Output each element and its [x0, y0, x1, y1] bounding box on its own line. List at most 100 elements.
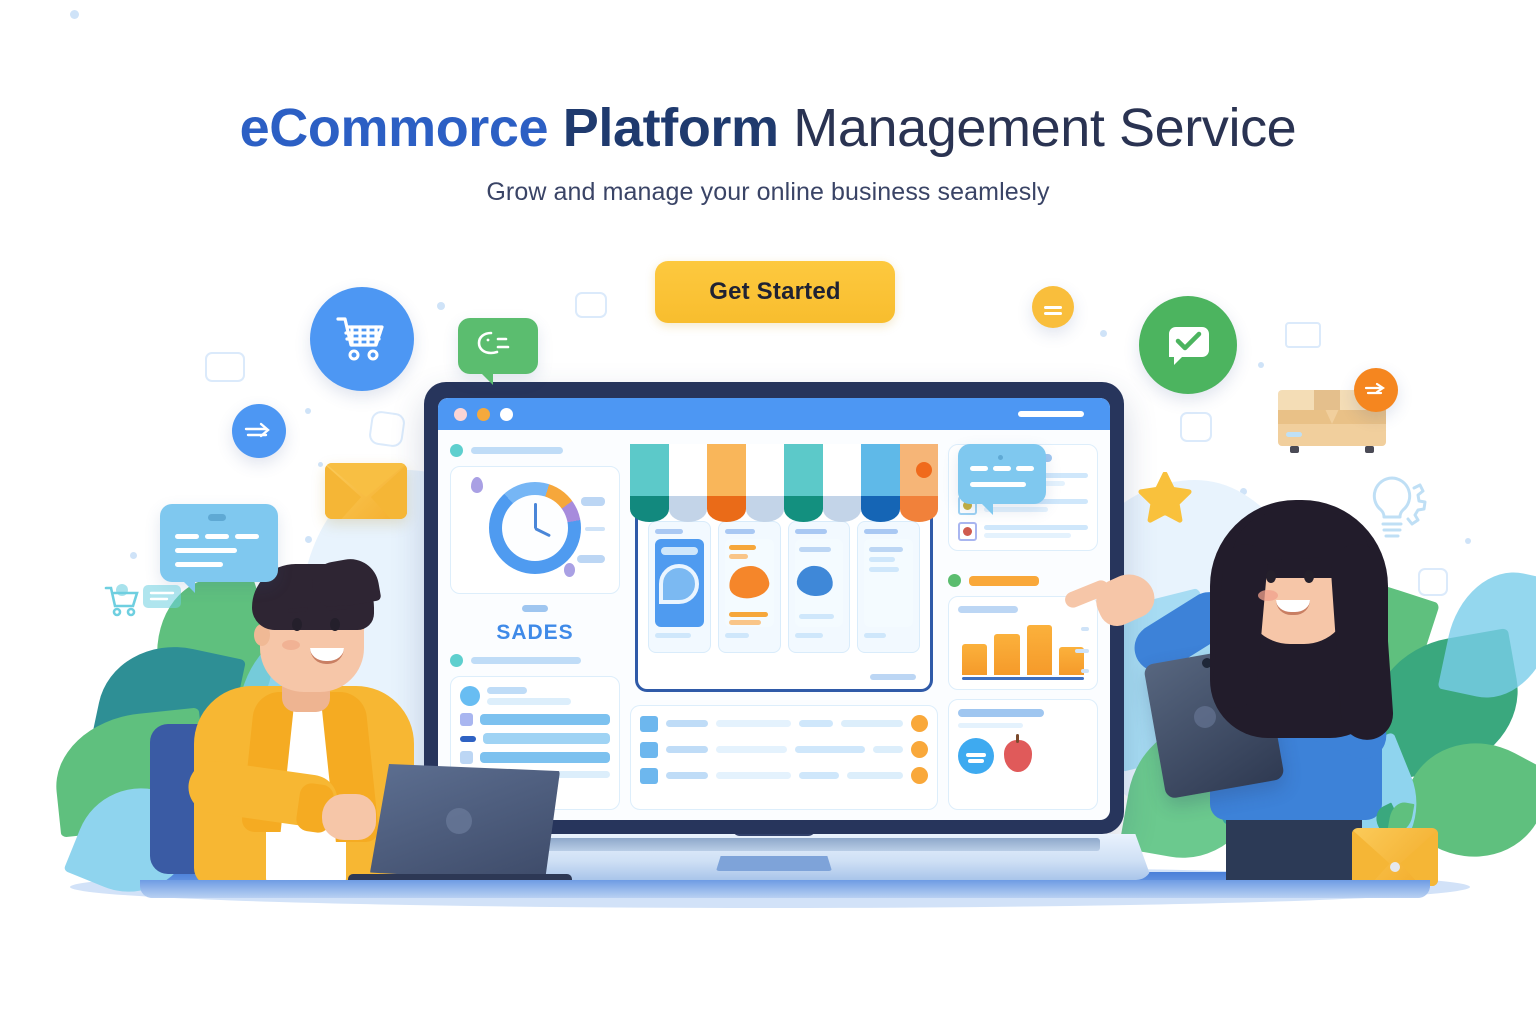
table-row[interactable]	[640, 741, 928, 758]
envelope-planter	[1352, 800, 1438, 886]
awning-stripe	[630, 444, 669, 502]
product-card[interactable]	[787, 521, 851, 653]
traffic-light-close-icon[interactable]	[454, 407, 467, 421]
awning-scallop	[745, 496, 784, 522]
sparkle-dot	[1258, 362, 1264, 368]
notification-badge-icon[interactable]	[1032, 286, 1074, 328]
list-item-title-bar	[487, 687, 527, 694]
list-item[interactable]	[460, 751, 610, 764]
orders-table-card[interactable]	[630, 705, 938, 810]
sparkle-dot	[305, 536, 312, 543]
envelope-icon[interactable]	[325, 463, 407, 519]
row-cell-bar	[716, 720, 791, 727]
row-status-badge[interactable]	[911, 741, 928, 758]
bar	[1026, 625, 1052, 675]
thumb-dot-icon	[963, 501, 972, 510]
heading-placeholder-bar	[969, 575, 1039, 586]
traffic-light-minimize-icon[interactable]	[477, 407, 490, 421]
awning-scallop	[707, 496, 746, 522]
product-image	[794, 539, 844, 627]
row-cell-bar	[799, 720, 833, 727]
storefront-column	[630, 444, 938, 810]
row-icon	[640, 741, 658, 758]
traffic-light-maximize-icon[interactable]	[500, 407, 513, 421]
awning-scallop	[861, 496, 900, 522]
row-status-badge[interactable]	[911, 715, 928, 732]
awning-stripe	[745, 444, 784, 502]
man-at-laptop	[150, 554, 572, 892]
awning-knob-icon	[916, 462, 932, 478]
apple-icon	[1004, 733, 1032, 772]
list-item-icon	[460, 713, 473, 726]
sparkle-dot	[1100, 330, 1107, 337]
star-icon[interactable]	[1138, 471, 1192, 524]
message-badge-icon[interactable]	[232, 404, 286, 458]
sparkle-dot	[70, 10, 79, 19]
shopping-cart-icon[interactable]	[310, 287, 414, 391]
sparkle-dot	[1465, 538, 1471, 544]
left-list-heading	[450, 654, 620, 667]
eye-left	[292, 618, 302, 631]
storefront	[630, 444, 938, 696]
product-card[interactable]	[857, 521, 920, 653]
browser-url-pill[interactable]	[1018, 411, 1084, 417]
list-item[interactable]	[460, 733, 610, 744]
row-cell-bar	[716, 772, 791, 779]
clock-hand-hour-icon	[534, 527, 551, 538]
awning-scallop	[784, 496, 823, 522]
ghost-square-icon	[367, 409, 407, 449]
laptop-keyboard[interactable]	[448, 838, 1100, 851]
awning-stripe	[707, 444, 746, 502]
chat-bubble-blue-icon[interactable]	[160, 504, 278, 593]
list-item-icon	[460, 751, 473, 764]
package-box-icon[interactable]	[1278, 368, 1398, 454]
card-heading-bar	[958, 708, 1044, 717]
sales-bar-chart-card[interactable]	[948, 596, 1098, 690]
bar	[962, 643, 988, 675]
sales-gauge-card[interactable]	[450, 466, 620, 594]
list-item[interactable]	[460, 686, 610, 706]
man-laptop-logo	[446, 808, 472, 834]
cheek	[1258, 590, 1278, 601]
row-cell-bar	[716, 746, 787, 753]
sparkle-dot	[1240, 488, 1247, 495]
bubble-text-line	[175, 562, 223, 567]
page-title-brand: eCommorce	[239, 98, 549, 158]
row-cell-bar	[841, 720, 903, 727]
product-grid	[638, 509, 930, 665]
list-item-bar	[480, 714, 610, 725]
smile	[1276, 600, 1310, 615]
product-highlight-card[interactable]	[948, 698, 1098, 810]
laptop-trackpad[interactable]	[716, 856, 832, 871]
chat-outline-icon	[140, 582, 184, 614]
card-sub-bar	[958, 722, 1023, 728]
list-item[interactable]	[958, 522, 1088, 541]
status-dot-icon	[450, 654, 463, 667]
row-status-badge[interactable]	[911, 767, 928, 784]
eye-left	[1266, 570, 1276, 583]
ear	[254, 624, 270, 646]
table-row[interactable]	[640, 767, 928, 784]
row-cell-bar	[666, 772, 708, 779]
product-card[interactable]	[648, 521, 711, 653]
page-title-plain: Management Service	[793, 98, 1297, 158]
get-started-button[interactable]: Get Started	[655, 261, 895, 323]
bubble-text-line	[1016, 466, 1034, 471]
desk-front-edge	[140, 880, 1430, 898]
chat-bubble-green-icon[interactable]	[458, 318, 538, 385]
chat-bubble-right-icon[interactable]	[958, 444, 1046, 515]
row-cell-bar	[666, 720, 708, 727]
lightbulb-gear-icon	[1352, 470, 1432, 556]
package-status-badge-icon[interactable]	[1354, 368, 1398, 412]
list-item-bar	[984, 533, 1072, 538]
bar	[994, 633, 1020, 675]
status-dot-icon	[450, 444, 463, 457]
product-card[interactable]	[717, 521, 781, 653]
page-title-strong: Platform	[562, 98, 779, 158]
donut-gauge	[460, 476, 610, 580]
table-row[interactable]	[640, 715, 928, 732]
list-item[interactable]	[460, 713, 610, 726]
awning-stripe	[899, 444, 938, 502]
sparkle-dot	[305, 408, 311, 414]
verified-check-icon[interactable]	[1139, 296, 1237, 394]
